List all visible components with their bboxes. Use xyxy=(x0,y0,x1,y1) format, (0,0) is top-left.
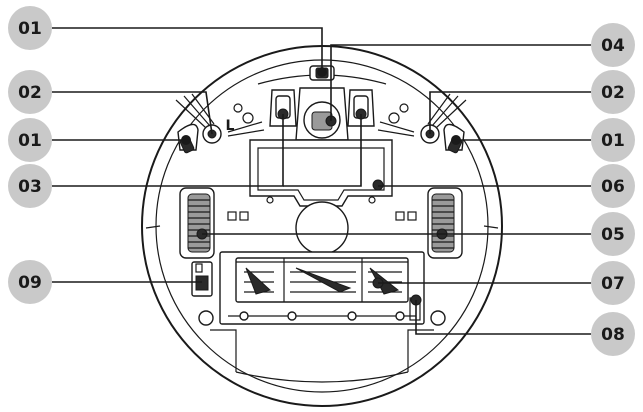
side-brush-left-mark: L xyxy=(226,118,235,134)
callout-07: 07 xyxy=(591,261,635,305)
power-switch xyxy=(191,261,213,297)
callout-02-left: 02 xyxy=(8,70,52,114)
callout-label: 08 xyxy=(601,325,625,345)
callout-02-right: 02 xyxy=(591,70,635,114)
seam-left xyxy=(145,225,161,229)
callout-label: 06 xyxy=(601,177,625,197)
callout-label: 04 xyxy=(601,36,625,56)
rear-foot-right xyxy=(430,310,446,326)
rear-rails xyxy=(210,329,434,372)
callout-label: 09 xyxy=(18,273,42,293)
callout-label: 01 xyxy=(18,19,42,39)
callout-08: 08 xyxy=(591,312,635,356)
callout-label: 05 xyxy=(601,225,625,245)
drive-wheel-right xyxy=(427,187,463,259)
callout-label: 02 xyxy=(601,83,625,103)
charging-contact-left xyxy=(269,89,297,127)
seam-right xyxy=(483,225,499,229)
robot-body: L xyxy=(141,45,503,407)
callout-05: 05 xyxy=(591,212,635,256)
callout-label: 02 xyxy=(18,83,42,103)
rear-arc xyxy=(235,371,409,383)
charging-contact-right xyxy=(347,89,375,127)
callout-01-right: 01 xyxy=(591,118,635,162)
drive-wheel-left xyxy=(179,187,215,259)
center-pivot xyxy=(295,201,349,255)
callout-label: 07 xyxy=(601,274,625,294)
leader-lines xyxy=(52,27,591,335)
callout-06: 06 xyxy=(591,164,635,208)
callout-09: 09 xyxy=(8,260,52,304)
callout-01-top-left: 01 xyxy=(8,6,52,50)
main-brush-compartment xyxy=(219,251,425,325)
callout-label: 01 xyxy=(601,131,625,151)
callout-label: 03 xyxy=(18,177,42,197)
callout-01-left: 01 xyxy=(8,118,52,162)
callout-03: 03 xyxy=(8,164,52,208)
rear-foot-left xyxy=(198,310,214,326)
callout-label: 01 xyxy=(18,131,42,151)
callout-04: 04 xyxy=(591,23,635,67)
battery-cover xyxy=(249,139,393,207)
